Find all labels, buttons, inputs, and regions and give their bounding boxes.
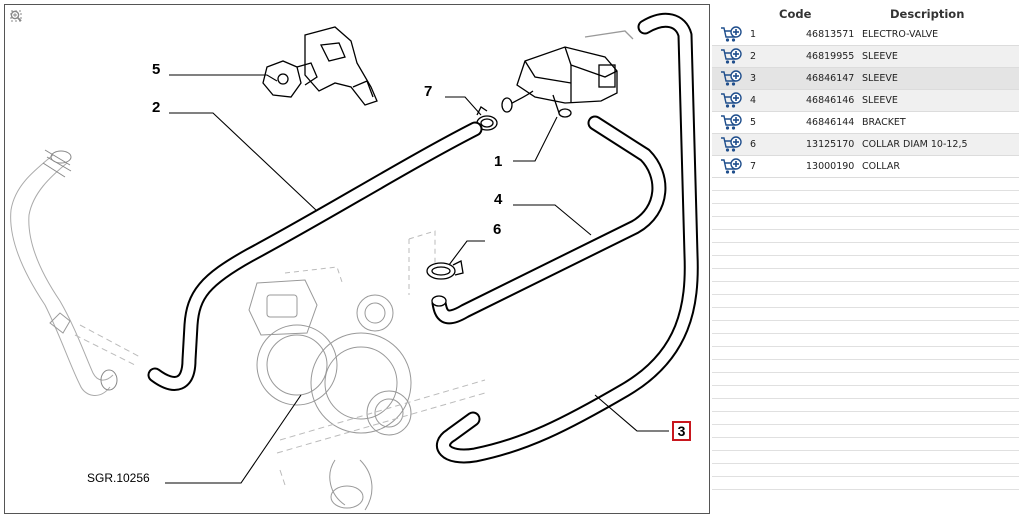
add-to-cart-icon[interactable]: [712, 91, 750, 110]
zoom-out-icon[interactable]: [10, 10, 22, 50]
intake-pipe: [10, 149, 141, 396]
empty-row: [712, 243, 1019, 256]
empty-rows: [712, 178, 1019, 490]
column-header-code: Code: [779, 7, 812, 21]
row-number: 5: [750, 117, 757, 128]
hoses: [147, 12, 699, 464]
row-description: BRACKET: [862, 117, 906, 128]
empty-row: [712, 386, 1019, 399]
row-description: COLLAR: [862, 161, 901, 172]
add-to-cart-icon[interactable]: [712, 135, 750, 154]
drawing-reference-label: SGR.10256: [87, 471, 150, 485]
row-code: 13000190: [806, 161, 855, 172]
table-row[interactable]: 5 46846144 BRACKET: [712, 112, 1019, 134]
row-number: 1: [750, 29, 757, 40]
empty-row: [712, 308, 1019, 321]
row-number: 4: [750, 95, 757, 106]
empty-row: [712, 373, 1019, 386]
turbocharger: [248, 230, 486, 511]
empty-row: [712, 399, 1019, 412]
empty-row: [712, 334, 1019, 347]
empty-row: [712, 451, 1019, 464]
row-number: 7: [750, 161, 757, 172]
leader-lines: [165, 74, 669, 484]
table-row[interactable]: 1 46813571 ELECTRO-VALVE: [712, 24, 1019, 46]
callout-2[interactable]: 2: [152, 99, 161, 116]
row-number: 6: [750, 139, 757, 150]
row-description: SLEEVE: [862, 95, 898, 106]
empty-row: [712, 412, 1019, 425]
empty-row: [712, 464, 1019, 477]
empty-row: [712, 217, 1019, 230]
row-code: 46813571: [806, 29, 855, 40]
part-1-electro-valve: [501, 30, 634, 118]
column-header-description: Description: [890, 7, 965, 21]
table-row[interactable]: 7 13000190 COLLAR: [712, 156, 1019, 178]
empty-row: [712, 178, 1019, 191]
add-to-cart-icon[interactable]: [712, 157, 750, 176]
zoom-in-icon[interactable]: [10, 10, 22, 36]
empty-row: [712, 204, 1019, 217]
empty-row: [712, 425, 1019, 438]
table-row[interactable]: 4 46846146 SLEEVE: [712, 90, 1019, 112]
row-number: 3: [750, 73, 757, 84]
part-6-collar: [426, 260, 464, 280]
row-description: SLEEVE: [862, 73, 898, 84]
row-code: 46846146: [806, 95, 855, 106]
callout-6[interactable]: 6: [493, 221, 502, 238]
row-number: 2: [750, 51, 757, 62]
add-to-cart-icon[interactable]: [712, 47, 750, 66]
empty-row: [712, 295, 1019, 308]
empty-row: [712, 321, 1019, 334]
add-to-cart-icon[interactable]: [712, 25, 750, 44]
row-code: 46846147: [806, 73, 855, 84]
empty-row: [712, 347, 1019, 360]
empty-row: [712, 191, 1019, 204]
row-code: 13125170: [806, 139, 855, 150]
parts-table-header: Code Description: [712, 4, 1019, 24]
zoom-toolbar: [10, 10, 24, 50]
table-row[interactable]: 3 46846147 SLEEVE: [712, 68, 1019, 90]
table-row[interactable]: 6 13125170 COLLAR DIAM 10-12,5: [712, 134, 1019, 156]
callout-5[interactable]: 5: [152, 61, 161, 78]
callout-1[interactable]: 1: [494, 153, 503, 170]
empty-row: [712, 269, 1019, 282]
empty-row: [712, 438, 1019, 451]
callout-4[interactable]: 4: [494, 191, 503, 208]
row-description: COLLAR DIAM 10-12,5: [862, 139, 968, 150]
add-to-cart-icon[interactable]: [712, 113, 750, 132]
empty-row: [712, 360, 1019, 373]
empty-row: [712, 477, 1019, 490]
callout-7[interactable]: 7: [424, 83, 433, 100]
empty-row: [712, 282, 1019, 295]
row-description: SLEEVE: [862, 51, 898, 62]
callout-3-selected[interactable]: 3: [672, 421, 691, 441]
parts-list: Code Description 1 46813571 ELECTRO-VALVE 2…: [712, 4, 1019, 512]
row-code: 46846144: [806, 117, 855, 128]
empty-row: [712, 256, 1019, 269]
exploded-view-drawing: [10, 12, 699, 511]
part-5-bracket: [262, 26, 378, 106]
parts-diagram[interactable]: 5 2 7 1 4 6 3 SGR.10256: [4, 4, 710, 514]
table-row[interactable]: 2 46819955 SLEEVE: [712, 46, 1019, 68]
row-description: ELECTRO-VALVE: [862, 29, 939, 40]
row-code: 46819955: [806, 51, 855, 62]
add-to-cart-icon[interactable]: [712, 69, 750, 88]
empty-row: [712, 230, 1019, 243]
